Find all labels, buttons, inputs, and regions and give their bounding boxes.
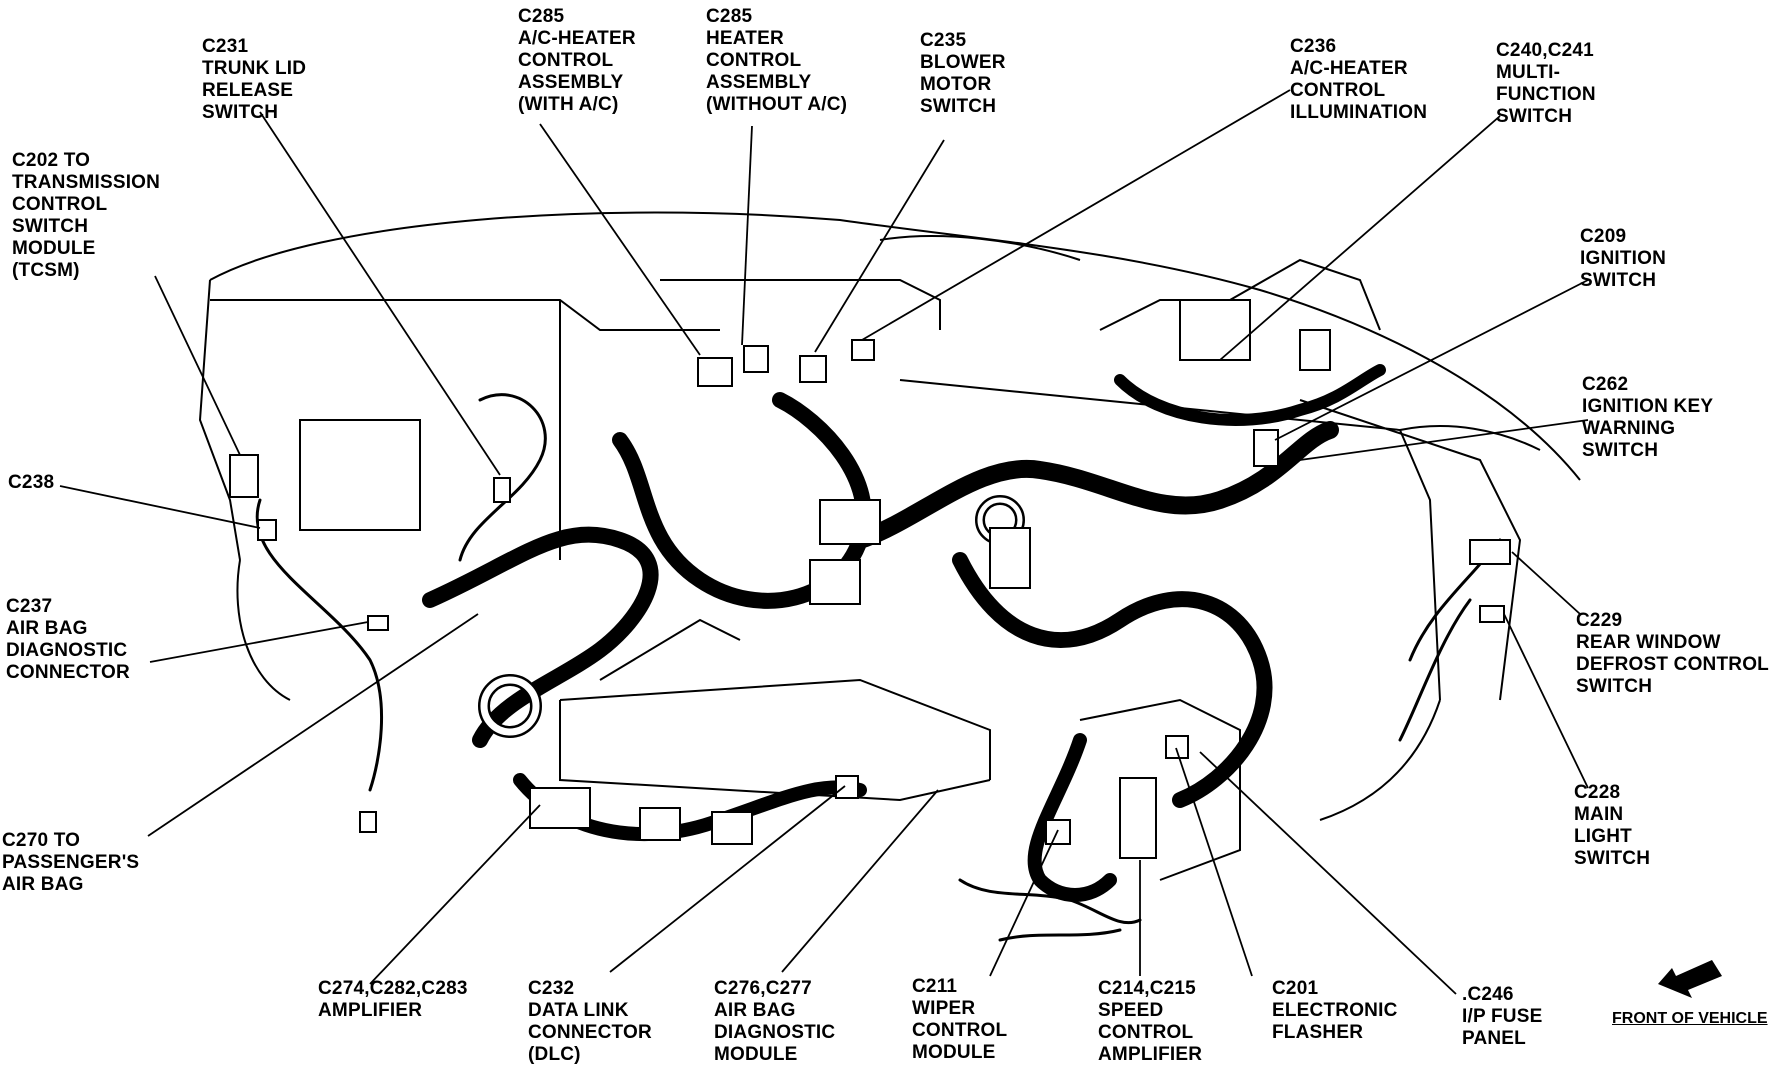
connector-c285 — [743, 345, 769, 373]
label-c235: C235 BLOWER MOTOR SWITCH — [920, 30, 1006, 117]
connector-c235 — [799, 355, 827, 383]
label-c229: C229 REAR WINDOW DEFROST CONTROL SWITCH — [1576, 610, 1769, 697]
label-c209: C209 IGNITION SWITCH — [1580, 226, 1667, 291]
label-c214-c215: C214,C215 SPEED CONTROL AMPLIFIER — [1098, 978, 1203, 1065]
connector-c228 — [1479, 605, 1505, 623]
label-c270: C270 TO PASSENGER'S AIR BAG — [2, 830, 140, 895]
connector-misc — [989, 527, 1031, 589]
wiring-harness — [255, 364, 1502, 942]
label-c276-c277: C276,C277 AIR BAG DIAGNOSTIC MODULE — [714, 978, 836, 1065]
connector-c277 — [711, 811, 753, 845]
connector-c214 — [1119, 777, 1157, 859]
label-c237: C237 AIR BAG DIAGNOSTIC CONNECTOR — [6, 596, 130, 683]
connector-c232 — [835, 775, 859, 799]
connector-c231 — [493, 477, 511, 503]
label-c246: .C246 I/P FUSE PANEL — [1462, 984, 1543, 1049]
connector-c241 — [1299, 329, 1331, 371]
arrow-icon — [1658, 960, 1722, 998]
leader-lines — [59, 89, 1589, 995]
label-c238: C238 — [8, 472, 55, 493]
connector-c274 — [529, 787, 591, 829]
connector-c285-ac — [697, 357, 733, 387]
connector-c238 — [257, 519, 277, 541]
connector-relay-2 — [809, 559, 861, 605]
connector-c236 — [851, 339, 875, 361]
connectors — [229, 299, 1511, 859]
label-c202: C202 TO TRANSMISSION CONTROL SWITCH MODU… — [12, 150, 161, 281]
connector-c202 — [229, 454, 259, 498]
connector-relay-1 — [819, 499, 881, 545]
label-c211: C211 WIPER CONTROL MODULE — [912, 976, 1008, 1063]
label-c232: C232 DATA LINK CONNECTOR (DLC) — [528, 978, 652, 1065]
label-c201: C201 ELECTRONIC FLASHER — [1272, 978, 1398, 1043]
connector-c209 — [1253, 429, 1279, 467]
label-c236: C236 A/C-HEATER CONTROL ILLUMINATION — [1290, 36, 1428, 123]
connector-c237 — [367, 615, 389, 631]
label-c231: C231 TRUNK LID RELEASE SWITCH — [202, 36, 307, 123]
label-c262: C262 IGNITION KEY WARNING SWITCH — [1582, 374, 1714, 461]
connector-c201 — [1165, 735, 1189, 759]
label-c274-c282-c283: C274,C282,C283 AMPLIFIER — [318, 978, 468, 1021]
front-of-vehicle-label: FRONT OF VEHICLE — [1612, 1010, 1768, 1027]
connector-c229 — [1469, 539, 1511, 565]
connector-c240 — [1179, 299, 1251, 361]
label-c285-ac: C285 A/C-HEATER CONTROL ASSEMBLY (WITH A… — [518, 6, 636, 115]
instrument-panel-outline — [198, 211, 1581, 881]
connector-c270 — [359, 811, 377, 833]
label-c228: C228 MAIN LIGHT SWITCH — [1574, 782, 1651, 869]
label-c285-heater: C285 HEATER CONTROL ASSEMBLY (WITHOUT A/… — [706, 6, 848, 115]
label-c240-c241: C240,C241 MULTI- FUNCTION SWITCH — [1496, 40, 1596, 127]
connector-c276 — [639, 807, 681, 841]
